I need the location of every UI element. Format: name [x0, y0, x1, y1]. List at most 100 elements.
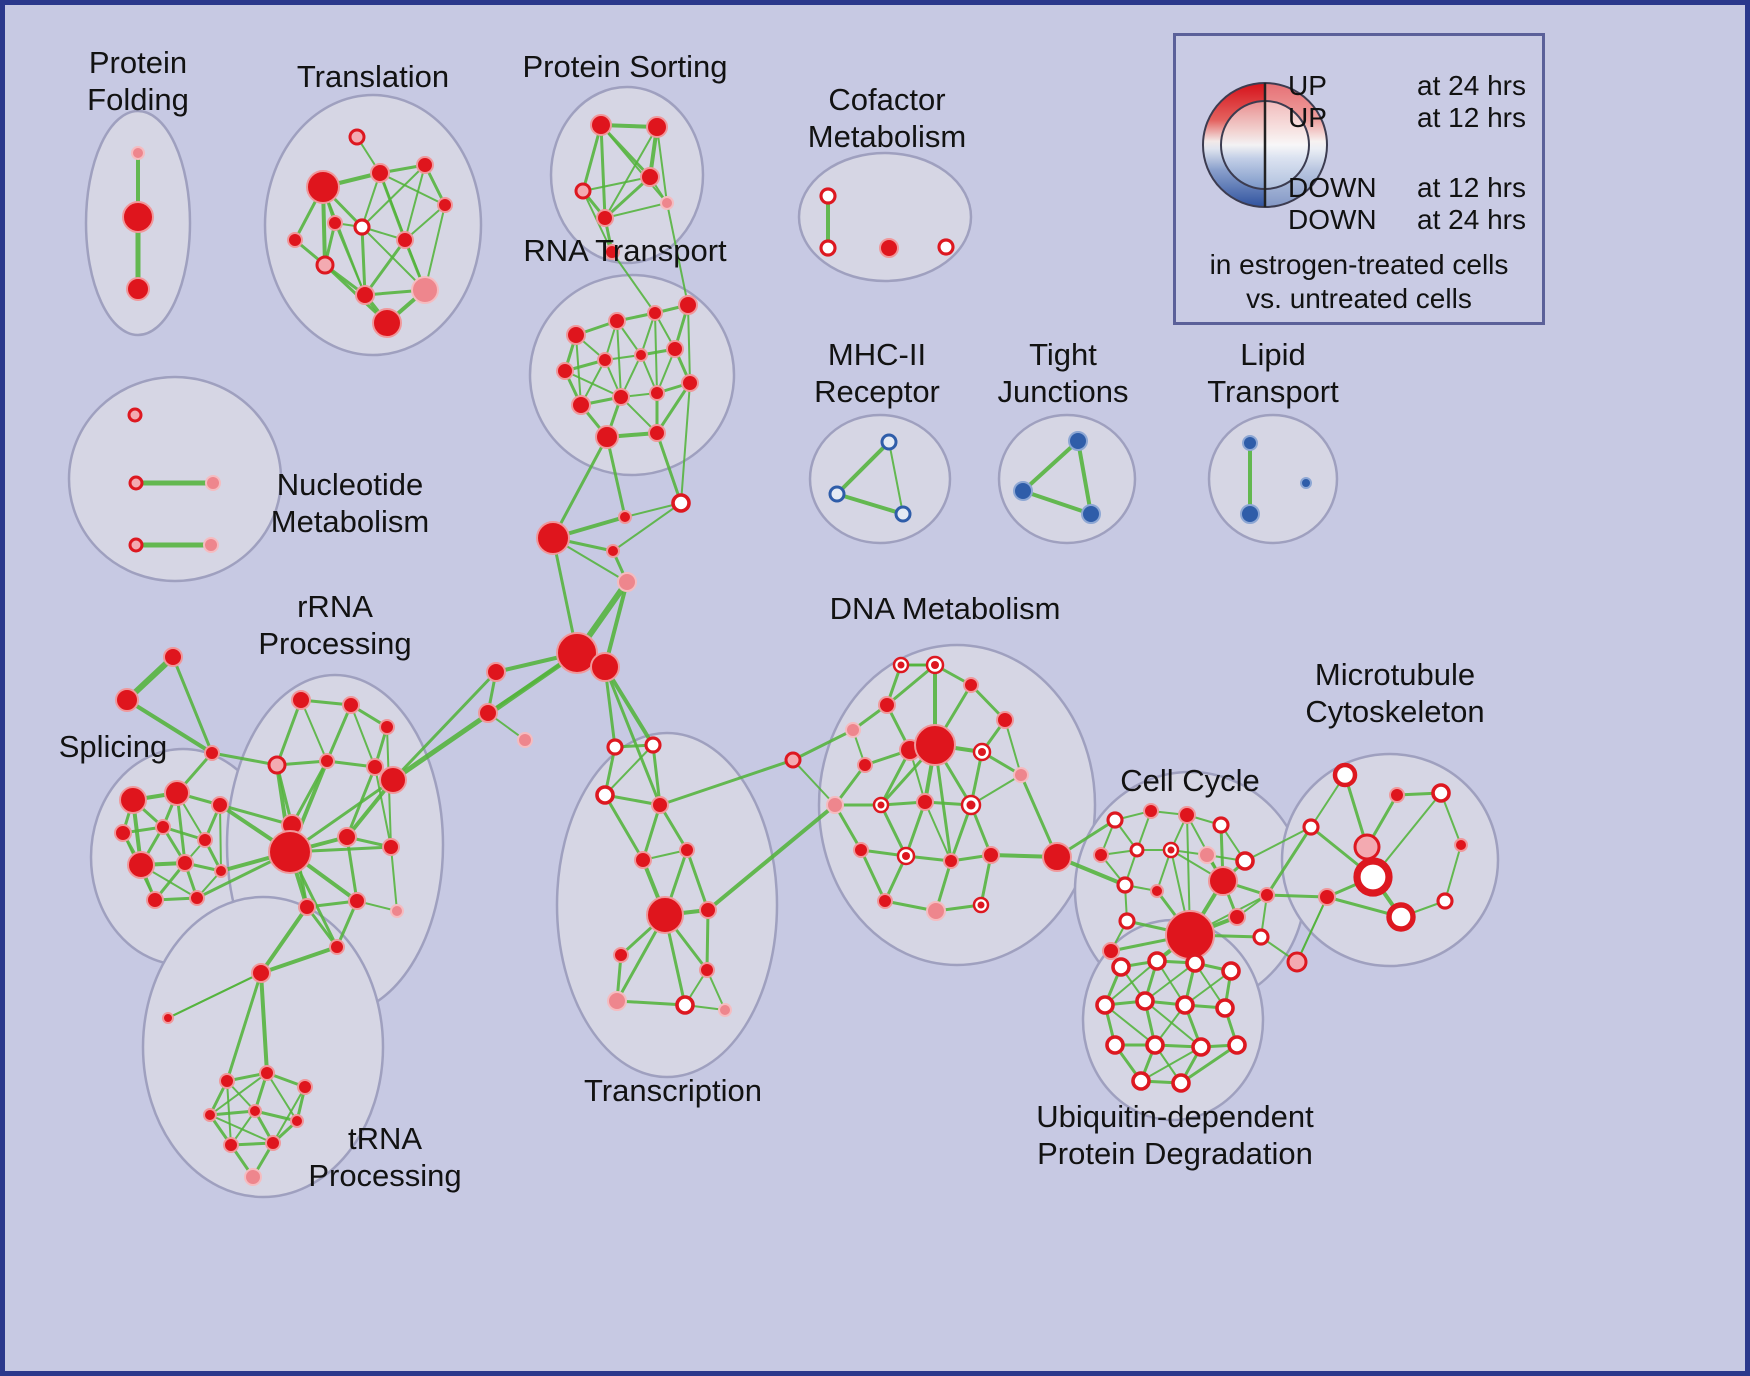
cluster-label-tight-junctions: Tight	[1029, 337, 1097, 372]
cluster-label-lipid-transport: Transport	[1207, 374, 1339, 409]
legend-row-up-24: UP at 24 hrs	[1288, 70, 1526, 102]
trna-processing-edge	[259, 971, 269, 1075]
rna-transport-node	[649, 385, 665, 401]
dna-metabolism-node	[996, 711, 1014, 729]
tight-junctions-node	[1013, 481, 1033, 501]
dna-metabolism-node	[914, 724, 956, 766]
cluster-label-microtubule-cytoskeleton: Microtubule	[1315, 657, 1475, 692]
legend-time: at 24 hrs	[1417, 70, 1526, 101]
transcription-node	[644, 736, 662, 754]
legend-label: UP	[1288, 102, 1327, 133]
connector-node	[204, 745, 220, 761]
connector-edge	[792, 759, 836, 806]
rrna-processing-edge	[290, 759, 329, 827]
protein-sorting-node	[604, 244, 620, 260]
dna-metabolism-node	[853, 842, 869, 858]
rrna-processing-edge	[300, 699, 328, 762]
cluster-label-mhc-ii-receptor: MHC-II	[828, 337, 926, 372]
dna-metabolism-node-core	[877, 801, 885, 809]
cell-cycle-node	[1178, 806, 1196, 824]
connector-node	[379, 766, 407, 794]
protein-sorting-node	[660, 196, 674, 210]
rrna-processing-node	[291, 690, 311, 710]
legend-time: at 12 hrs	[1417, 102, 1526, 133]
translation-node	[372, 308, 402, 338]
nucleotide-metabolism-node	[203, 537, 219, 553]
legend-pale-half	[1265, 83, 1327, 207]
cluster-label-trna-processing: tRNA	[348, 1121, 422, 1156]
legend: UP at 24 hrs UP at 12 hrs DOWN at 12 hrs…	[1173, 33, 1545, 325]
cofactor-metabolism-node	[879, 238, 899, 258]
splicing-node	[127, 851, 155, 879]
connector-node	[617, 572, 637, 592]
microtubule-cytoskeleton-node	[1386, 902, 1416, 932]
connector-edge	[666, 202, 689, 306]
connector-node	[517, 732, 533, 748]
trna-processing-node	[162, 1012, 174, 1024]
cluster-label-dna-metabolism: DNA Metabolism	[830, 591, 1061, 626]
microtubule-cytoskeleton-node	[1431, 783, 1451, 803]
cluster-label-protein-sorting: Protein Sorting	[522, 49, 727, 84]
connector-edge	[1296, 896, 1328, 963]
rrna-processing-edge	[374, 766, 392, 848]
connector-node	[606, 544, 620, 558]
ubiquitin-degradation-node	[1191, 1037, 1211, 1057]
transcription-edge	[603, 793, 645, 862]
cell-cycle-node	[1116, 876, 1134, 894]
protein-sorting-node	[574, 182, 592, 200]
rna-transport-edge	[654, 312, 658, 394]
microtubule-cytoskeleton-node	[1353, 833, 1381, 861]
cluster-label-microtubule-cytoskeleton: Cytoskeleton	[1305, 694, 1484, 729]
rna-transport-edge	[616, 320, 622, 398]
connector-node	[590, 652, 620, 682]
dna-metabolism-node-core	[931, 661, 939, 669]
cofactor-metabolism-node	[819, 239, 837, 257]
protein-sorting-edge	[599, 123, 607, 220]
connector-edge	[171, 655, 214, 755]
dna-metabolism-edge	[924, 801, 952, 862]
connector-edge	[680, 382, 691, 504]
trna-processing-node	[223, 1137, 239, 1153]
trna-processing-node	[219, 1073, 235, 1089]
translation-edge	[404, 164, 426, 241]
trna-processing-node	[259, 1065, 275, 1081]
microtubule-cytoskeleton-node	[1332, 762, 1358, 788]
connector-edge	[791, 728, 855, 762]
translation-edge	[361, 226, 426, 291]
splicing-node	[197, 832, 213, 848]
ubiquitin-degradation-node	[1111, 957, 1131, 977]
ubiquitin-degradation-node	[1185, 953, 1205, 973]
legend-time: at 12 hrs	[1417, 172, 1526, 203]
splicing-node	[164, 780, 190, 806]
dna-metabolism-node	[826, 796, 844, 814]
cluster-ellipse-microtubule-cytoskeleton	[1280, 752, 1500, 968]
protein-sorting-edge	[656, 126, 668, 204]
dna-metabolism-node	[878, 696, 896, 714]
cluster-ellipse-lipid-transport	[1207, 413, 1339, 545]
trna-processing-node	[248, 1104, 262, 1118]
ubiquitin-degradation-edge	[1104, 1004, 1156, 1046]
cell-cycle-node	[1165, 910, 1215, 960]
nucleotide-metabolism-node	[128, 537, 144, 553]
nucleotide-metabolism-node	[127, 407, 143, 423]
trna-processing-edge	[226, 1080, 232, 1146]
cluster-ellipse-tight-junctions	[997, 413, 1137, 545]
legend-row-up-12: UP at 12 hrs	[1288, 102, 1526, 134]
rna-transport-node	[566, 325, 586, 345]
splicing-node	[176, 854, 194, 872]
legend-row-down-24: DOWN at 24 hrs	[1288, 204, 1526, 236]
ubiquitin-degradation-node	[1105, 1035, 1125, 1055]
microtubule-cytoskeleton-node	[1318, 888, 1336, 906]
cluster-label-splicing: Splicing	[59, 729, 168, 764]
transcription-node	[646, 896, 684, 934]
rrna-processing-node	[268, 830, 312, 874]
connector-node	[1042, 842, 1072, 872]
dna-metabolism-node	[877, 893, 893, 909]
connector-edge	[259, 945, 339, 975]
trna-processing-edge	[253, 1109, 299, 1123]
microtubule-cytoskeleton-node	[1286, 951, 1308, 973]
tight-junctions-node	[1068, 431, 1088, 451]
trna-processing-node	[203, 1108, 217, 1122]
dna-metabolism-node	[1013, 767, 1029, 783]
rrna-processing-node	[366, 758, 384, 776]
